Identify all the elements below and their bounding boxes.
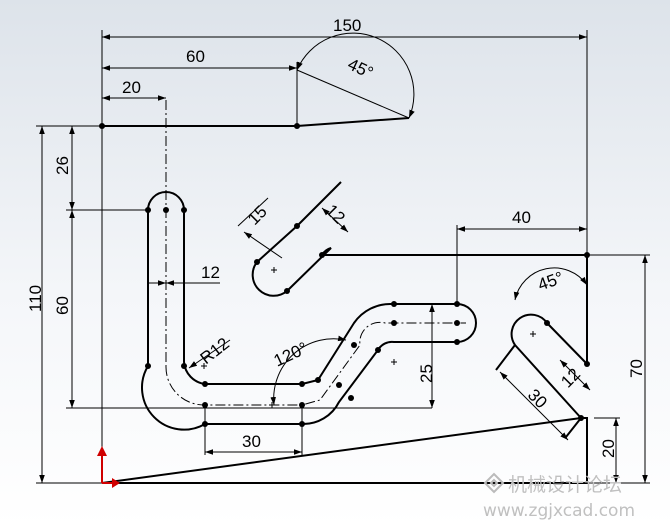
watermark-logo-icon <box>483 472 505 494</box>
dim-right-step[interactable]: 40 <box>512 208 531 227</box>
center-marks <box>201 267 536 408</box>
angled-slot-right[interactable] <box>495 313 588 438</box>
dim-slot-len[interactable]: 15 <box>244 202 271 229</box>
sketch-geometry <box>101 117 588 484</box>
dimension-labels: 150 60 20 45° 15 12 40 12 45° 12 30 110 … <box>26 16 646 458</box>
dim-bend-rise[interactable]: 25 <box>417 364 436 383</box>
dim-right-height[interactable]: 70 <box>627 359 646 378</box>
dim-left-to-slot[interactable]: 60 <box>186 47 205 66</box>
dim-slot-width[interactable]: 12 <box>322 201 349 228</box>
dim-angle-slot[interactable]: 45° <box>345 55 376 83</box>
dim-right-slot-width[interactable]: 12 <box>557 365 584 392</box>
watermark-cn: 机械设计论坛 <box>508 474 622 496</box>
dim-overall-width[interactable]: 150 <box>333 16 361 35</box>
dim-radius[interactable]: R12 <box>197 334 233 368</box>
dim-height-top[interactable]: 26 <box>53 156 72 175</box>
watermark: 机械设计论坛 www.zgjxcad.com <box>483 472 635 521</box>
dim-right-angle[interactable]: 45° <box>535 268 566 295</box>
dim-left-to-uslot[interactable]: 20 <box>122 78 141 97</box>
s-bend-slot[interactable] <box>301 302 477 426</box>
angled-slot-upper[interactable] <box>251 181 342 297</box>
u-slot-left[interactable] <box>141 191 302 431</box>
origin-marker <box>97 446 120 488</box>
dimension-lines <box>39 32 648 483</box>
dim-bottom-len[interactable]: 30 <box>242 432 261 451</box>
watermark-url: www.zgjxcad.com <box>483 501 635 521</box>
dim-bend-angle[interactable]: 120° <box>271 338 311 370</box>
dim-right-slot-len[interactable]: 30 <box>524 385 551 412</box>
sketch-points <box>99 123 590 427</box>
dim-height-mid[interactable]: 60 <box>53 296 72 315</box>
dim-height-total[interactable]: 110 <box>26 285 45 312</box>
dim-uslot-width[interactable]: 12 <box>201 263 220 282</box>
dim-right-bottom[interactable]: 20 <box>599 439 618 458</box>
